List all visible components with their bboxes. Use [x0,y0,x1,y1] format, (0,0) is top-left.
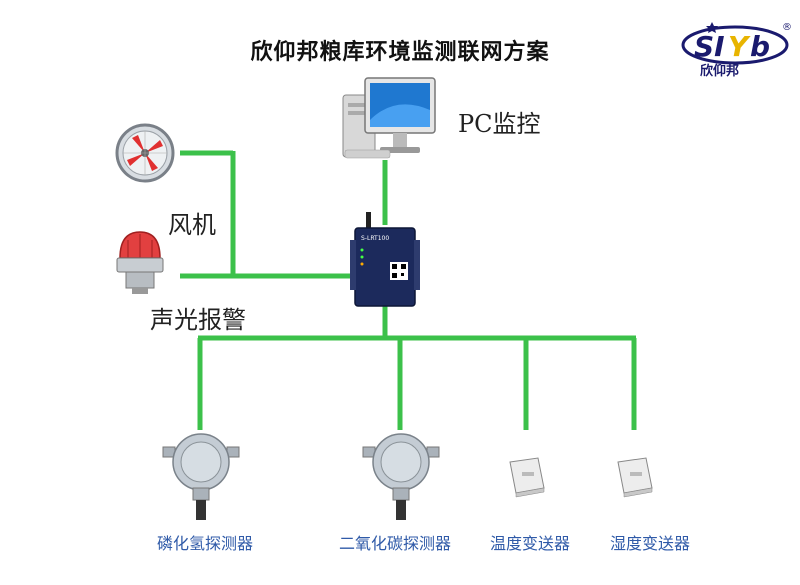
co2-detector-icon [362,433,440,520]
fan-icon [115,123,175,183]
temperature-transmitter-label: 温度变送器 [489,534,570,553]
humidity-transmitter-label: 湿度变送器 [609,534,690,553]
page-title: 欣仰邦粮库环境监测联网方案 [250,40,550,65]
fan-label: 风机 [168,211,216,239]
svg-text:b: b [750,30,770,63]
alarm-label: 声光报警 [150,306,246,334]
humidity-transmitter-icon [617,457,653,498]
connection-lines [180,150,637,430]
temperature-transmitter-icon [509,457,545,498]
phosphine-detector-label: 磷化氢探测器 [156,534,253,553]
svg-text:®: ® [782,22,792,33]
logo-text: 欣仰邦 [700,64,740,79]
pc-icon [342,77,436,159]
alarm-icon [116,231,164,294]
svg-text:SI: SI [694,30,725,63]
co2-detector-label: 二氧化碳探测器 [338,534,451,553]
siyb-logo: SI Y b ® [681,22,792,65]
gateway-model-label: S-LRT100 [361,235,389,242]
phosphine-detector-icon [162,433,240,520]
svg-text:Y: Y [728,30,751,63]
gateway-icon: S-LRT100 [350,212,420,307]
pc-label: PC监控 [458,110,541,138]
